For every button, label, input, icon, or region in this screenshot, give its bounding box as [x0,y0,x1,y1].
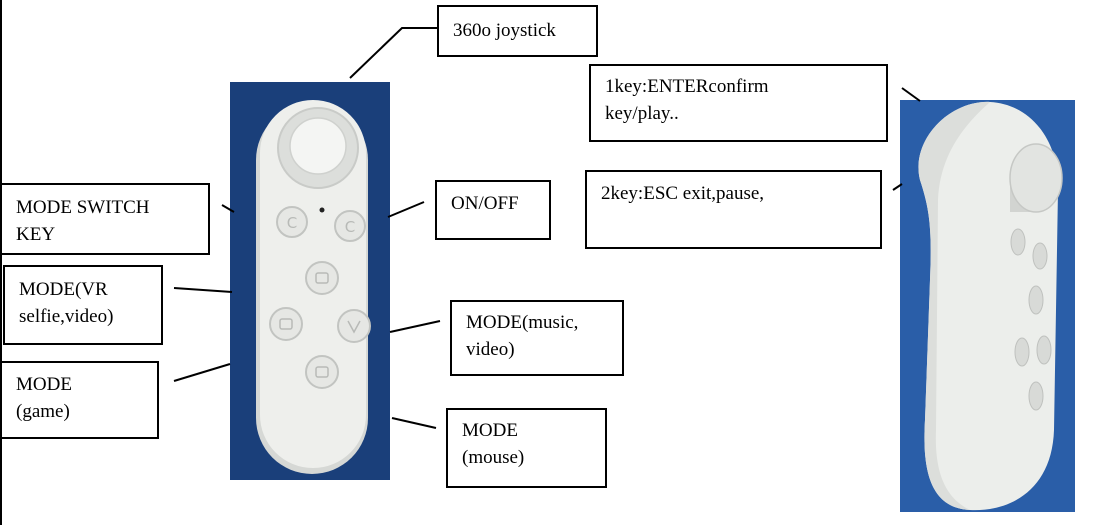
mouse-callout-line [391,417,437,429]
on-off-label: ON/OFF [451,193,519,214]
game-mode-label-line1: MODE [16,374,72,395]
svg-text:C: C [345,218,355,236]
mouse-mode-label-line1: MODE [462,420,518,441]
vr-mode-label-line2: selfie,video) [19,306,114,327]
button-up-icon [305,261,339,295]
mode-switch-label-line1: MODE SWITCH [16,197,150,218]
vr-mode-label-line1: MODE(VR [19,279,108,300]
on-off-label-box: ON/OFF [435,180,551,240]
on-off-callout-line [387,201,425,218]
joystick-icon [277,107,359,189]
enter-callout-line [901,87,921,102]
music-mode-label-line2: video) [466,339,515,360]
music-mode-label-line1: MODE(music, [466,312,579,333]
music-mode-label-box: MODE(music, video) [450,300,624,376]
button-right-icon [337,309,371,343]
enter-key-label-line1: 1key:ENTERconfirm [605,76,769,97]
esc-key-label: 2key:ESC exit,pause, [601,183,765,204]
vr-callout-line [173,287,233,293]
music-callout-line [389,320,441,333]
game-mode-label-box: MODE (game) [0,361,159,439]
joystick-label: 360o joystick [453,20,556,41]
enter-key-label-line2: key/play.. [605,103,679,124]
remote-side-photo [900,100,1075,512]
button-e-icon: C [334,210,366,242]
remote-front-photo: C C [230,82,390,480]
joystick-label-box: 360o joystick [437,5,598,57]
svg-text:C: C [287,214,297,232]
esc-callout-line [892,183,903,191]
mouse-mode-label-line2: (mouse) [462,447,525,468]
button-down-icon [305,355,339,389]
mode-switch-callout-line [221,204,235,213]
mode-switch-label-box: MODE SWITCH KEY [0,183,210,255]
enter-key-label-box: 1key:ENTERconfirm key/play.. [589,64,888,142]
esc-key-label-box: 2key:ESC exit,pause, [585,170,882,249]
page-left-border [0,0,2,525]
mode-switch-label-line2: KEY [16,224,56,245]
vr-mode-label-box: MODE(VR selfie,video) [3,265,163,345]
mouse-mode-label-box: MODE (mouse) [446,408,607,488]
joystick-icon [1009,143,1063,213]
game-mode-label-line2: (game) [16,401,70,422]
button-c-icon: C [276,206,308,238]
button-left-icon [269,307,303,341]
joystick-callout-line [349,27,437,79]
game-callout-line [173,363,231,382]
